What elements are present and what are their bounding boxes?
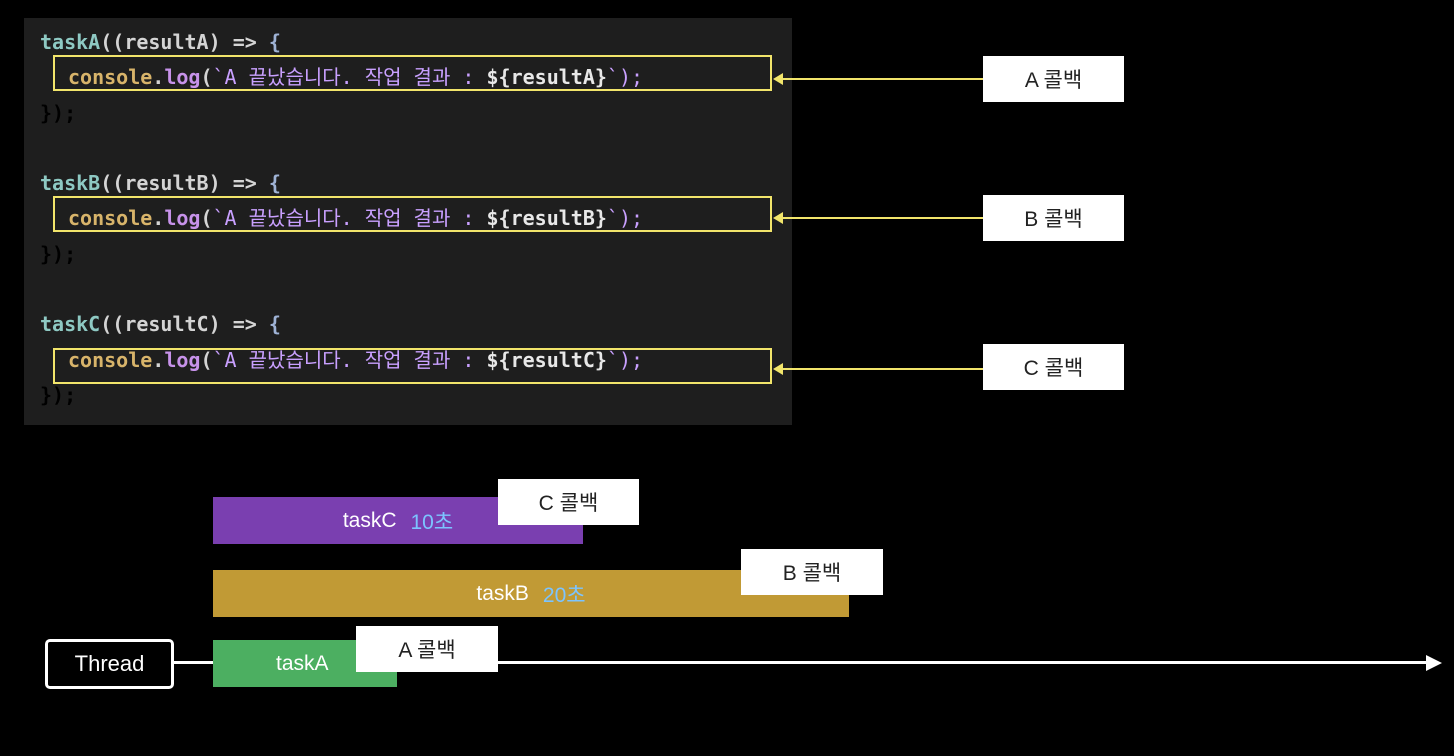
log-tail: `); xyxy=(606,348,644,372)
log-message: `A 끝났습니다. 작업 결과 : xyxy=(212,65,487,89)
log-object: console xyxy=(68,206,153,230)
code-line-taskC-log: console.log(`A 끝났습니다. 작업 결과 : ${resultC}… xyxy=(68,348,644,372)
template-expr: ${resultA} xyxy=(486,65,607,89)
param-name: resultB xyxy=(124,171,209,195)
code-line-taskC-close: }); xyxy=(40,383,77,407)
callback-label-c: C 콜백 xyxy=(983,344,1124,390)
arrowhead-right-icon xyxy=(1426,655,1442,671)
connector-a xyxy=(782,78,983,80)
param-name: resultA xyxy=(124,30,209,54)
callback-label-b: B 콜백 xyxy=(983,195,1124,241)
highlight-box-c xyxy=(53,348,772,384)
task-name: taskA xyxy=(276,651,329,675)
timeline-callback-b: B 콜백 xyxy=(741,549,883,595)
log-method: log xyxy=(164,65,201,89)
callback-label-a: A 콜백 xyxy=(983,56,1124,102)
arrowhead-left-icon xyxy=(773,363,783,375)
template-expr: ${resultC} xyxy=(486,348,607,372)
timeline-callback-a: A 콜백 xyxy=(356,626,498,672)
timeline-callback-c: C 콜백 xyxy=(498,479,639,525)
log-method: log xyxy=(164,348,201,372)
fn-name: taskC xyxy=(40,312,101,336)
fn-name: taskA xyxy=(40,30,101,54)
code-line-taskA-close: }); xyxy=(40,101,77,125)
code-line-taskA-open: taskA((resultA) => { xyxy=(40,30,281,54)
highlight-box-b xyxy=(53,196,772,232)
task-name: taskC xyxy=(342,508,397,532)
thread-label: Thread xyxy=(45,639,174,689)
task-duration: 10초 xyxy=(410,510,454,534)
code-line-taskB-log: console.log(`A 끝났습니다. 작업 결과 : ${resultB}… xyxy=(68,206,644,230)
code-line-taskB-open: taskB((resultB) => { xyxy=(40,171,281,195)
thread-timeline xyxy=(174,661,1430,664)
log-object: console xyxy=(68,348,153,372)
log-message: `A 끝났습니다. 작업 결과 : xyxy=(212,348,487,372)
log-object: console xyxy=(68,65,153,89)
arrowhead-left-icon xyxy=(773,73,783,85)
arrowhead-left-icon xyxy=(773,212,783,224)
log-tail: `); xyxy=(606,206,644,230)
task-duration: 20초 xyxy=(542,583,586,607)
code-line-taskB-close: }); xyxy=(40,242,77,266)
connector-c xyxy=(782,368,983,370)
task-name: taskB xyxy=(476,581,529,605)
highlight-box-a xyxy=(53,55,772,91)
code-panel: taskA((resultA) => { console.log(`A 끝났습니… xyxy=(24,18,792,425)
param-name: resultC xyxy=(124,312,209,336)
code-line-taskC-open: taskC((resultC) => { xyxy=(40,312,281,336)
template-expr: ${resultB} xyxy=(486,206,607,230)
log-method: log xyxy=(164,206,201,230)
log-tail: `); xyxy=(606,65,644,89)
fn-name: taskB xyxy=(40,171,101,195)
log-message: `A 끝났습니다. 작업 결과 : xyxy=(212,206,487,230)
code-line-taskA-log: console.log(`A 끝났습니다. 작업 결과 : ${resultA}… xyxy=(68,65,644,89)
connector-b xyxy=(782,217,983,219)
